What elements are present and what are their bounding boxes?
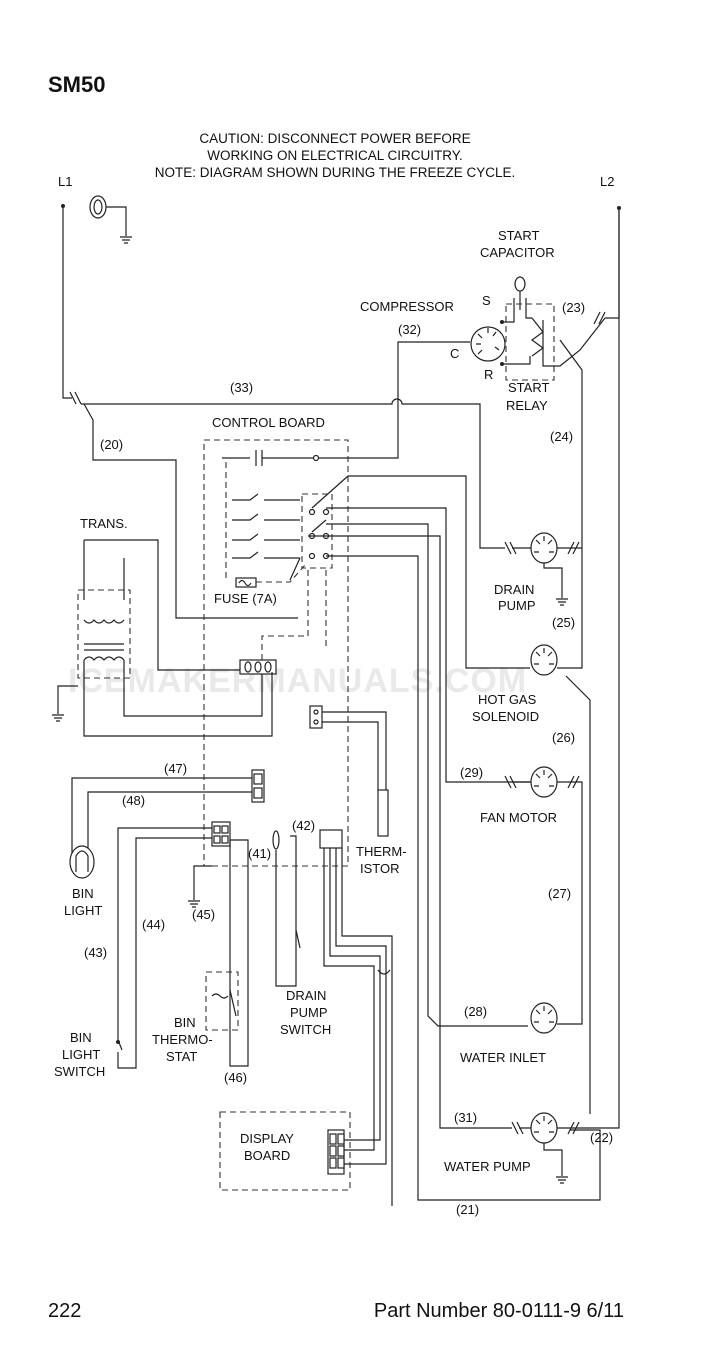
label-hot-gas-2: SOLENOID (472, 709, 539, 724)
label-transformer: TRANS. (80, 516, 128, 531)
label-fan-motor: FAN MOTOR (480, 810, 557, 825)
label-bin-light-switch-2: LIGHT (62, 1047, 100, 1062)
wire-label-43: (43) (84, 945, 107, 960)
wire-label-45: (45) (192, 907, 215, 922)
wire-label-32: (32) (398, 322, 421, 337)
label-bin-light-switch-1: BIN (70, 1030, 92, 1045)
label-drain-pump-2: PUMP (498, 598, 536, 613)
water-inlet (530, 1002, 558, 1034)
start-capacitor (502, 276, 532, 323)
label-drain-pump-switch-2: PUMP (290, 1005, 328, 1020)
label-l1: L1 (58, 174, 72, 189)
drain-pump (504, 532, 582, 606)
l1-terminal (61, 204, 82, 405)
start-relay (502, 303, 606, 550)
drain-pump-switch (272, 830, 301, 987)
label-bin-thermostat-3: STAT (166, 1049, 197, 1064)
wire-label-20: (20) (100, 437, 123, 452)
wire-33 (81, 398, 505, 549)
part-number: Part Number 80-0111-9 6/11 (373, 1300, 624, 1322)
label-display-board-2: BOARD (244, 1148, 290, 1163)
wire-label-33: (33) (230, 380, 253, 395)
label-l2: L2 (600, 174, 614, 189)
label-bin-thermostat-2: THERMO- (152, 1032, 213, 1047)
wire-label-26: (26) (552, 730, 575, 745)
label-control-board: CONTROL BOARD (212, 415, 325, 430)
wire-label-27: (27) (548, 886, 571, 901)
label-start-relay-1: START (508, 380, 549, 395)
label-start-capacitor-2: CAPACITOR (480, 245, 555, 260)
display-board (219, 829, 393, 1206)
label-start-relay-2: RELAY (506, 398, 548, 413)
wire-20 (83, 403, 298, 619)
label-thermistor-2: ISTOR (360, 861, 400, 876)
label-drain-pump-switch-1: DRAIN (286, 988, 326, 1003)
wire-label-25: (25) (552, 615, 575, 630)
page-title: SM50 (48, 72, 106, 97)
compressor (470, 320, 506, 366)
label-drain-pump-1: DRAIN (494, 582, 534, 597)
bin-thermostat (205, 839, 249, 1067)
label-terminal-s: S (482, 293, 491, 308)
bin-light (69, 769, 265, 879)
wire-label-24: (24) (550, 429, 573, 444)
label-drain-pump-switch-3: SWITCH (280, 1022, 331, 1037)
label-water-pump: WATER PUMP (444, 1159, 531, 1174)
label-bin-light-switch-3: SWITCH (54, 1064, 105, 1079)
wire-label-29: (29) (460, 765, 483, 780)
fan-motor (504, 766, 583, 1025)
water-pump (511, 210, 620, 1184)
wire-label-22: (22) (590, 1130, 613, 1145)
wire-label-28: (28) (464, 1004, 487, 1019)
ground-symbol-45 (188, 865, 212, 908)
wire-label-42: (42) (292, 818, 315, 833)
page-number: 222 (48, 1300, 82, 1322)
label-bin-light-2: LIGHT (64, 903, 102, 918)
l2-terminal (593, 206, 621, 325)
label-start-capacitor-1: START (498, 228, 539, 243)
caution-line-3: NOTE: DIAGRAM SHOWN DURING THE FREEZE CY… (154, 165, 516, 180)
wire-label-44: (44) (142, 917, 165, 932)
caution-note: CAUTION: DISCONNECT POWER BEFORE WORKING… (130, 130, 540, 181)
wire-32 (318, 341, 470, 459)
bin-light-switch (116, 827, 212, 1069)
caution-line-1: CAUTION: DISCONNECT POWER BEFORE (199, 131, 471, 146)
label-bin-thermostat-1: BIN (174, 1015, 196, 1030)
wire-label-41: (41) (248, 846, 271, 861)
label-compressor: COMPRESSOR (360, 299, 454, 314)
label-display-board-1: DISPLAY (240, 1131, 294, 1146)
thermistor (309, 705, 389, 837)
watermark: ICEMAKERMANUALS.COM (68, 662, 527, 700)
wire-label-47: (47) (164, 761, 187, 776)
ground-symbol-top (89, 195, 132, 244)
wire-label-46: (46) (224, 1070, 247, 1085)
label-water-inlet: WATER INLET (460, 1050, 546, 1065)
wire-label-23: (23) (562, 300, 585, 315)
hot-gas-solenoid (530, 550, 591, 1114)
label-terminal-r: R (484, 367, 493, 382)
wire-label-21: (21) (456, 1202, 479, 1217)
label-hot-gas-1: HOT GAS (478, 692, 537, 707)
wire-label-48: (48) (122, 793, 145, 808)
wire-label-31: (31) (454, 1110, 477, 1125)
control-board (203, 439, 349, 867)
label-thermistor-1: THERM- (356, 844, 407, 859)
label-terminal-c: C (450, 346, 459, 361)
label-bin-light-1: BIN (72, 886, 94, 901)
label-fuse: FUSE (7A) (214, 591, 277, 606)
caution-line-2: WORKING ON ELECTRICAL CIRCUITRY. (207, 148, 463, 163)
transformer (52, 539, 273, 737)
